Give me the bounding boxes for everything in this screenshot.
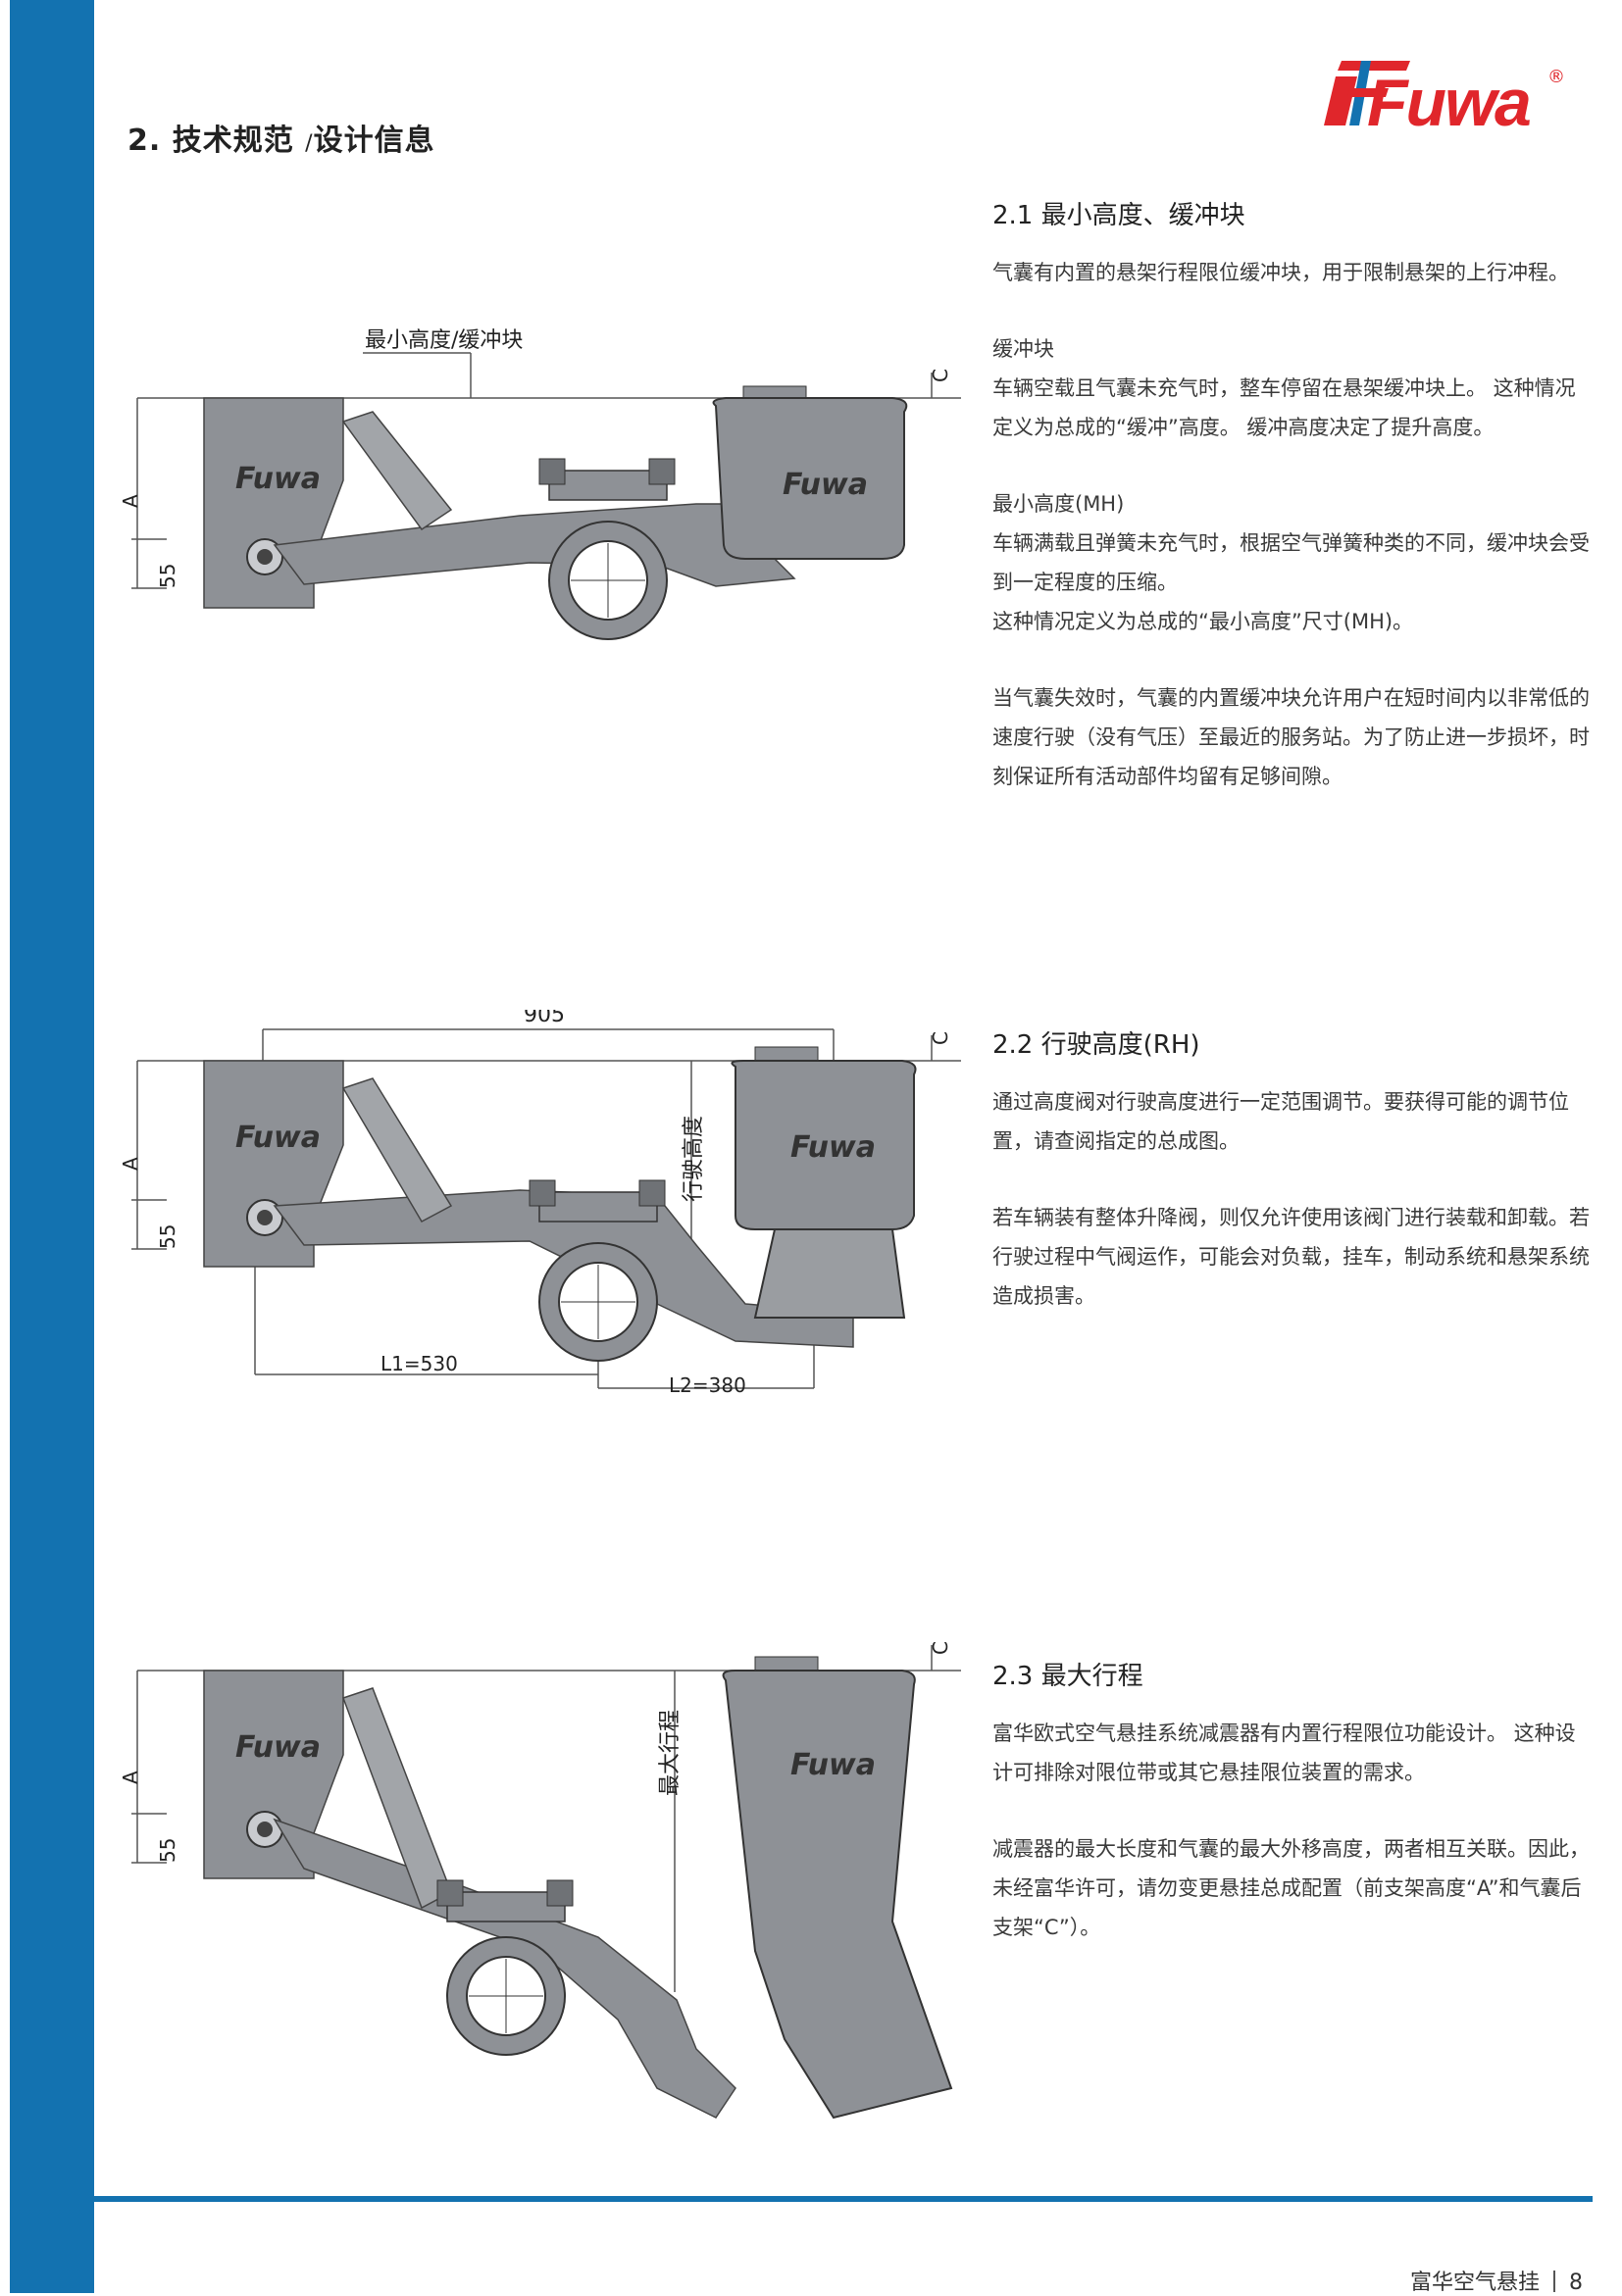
dim-label-905: 905 bbox=[524, 1010, 565, 1027]
air-spring-brand: Fuwa bbox=[783, 468, 868, 502]
page-section-title: 2. 技术规范 /设计信息 bbox=[127, 116, 435, 159]
paragraph-text: 气囊有内置的悬架行程限位缓冲块，用于限制悬架的上行冲程。 bbox=[992, 261, 1569, 284]
dim-label-55: 55 bbox=[156, 1838, 179, 1863]
subheading: 缓冲块 bbox=[992, 337, 1054, 361]
figure-ride-height: 905 行驶高度 A 55 C L1=530 L2=380 Fuwa Fuwa bbox=[119, 1010, 961, 1397]
page-edge bbox=[0, 0, 10, 2293]
section-2-1: 2.1 最小高度、缓冲块 气囊有内置的悬架行程限位缓冲块，用于限制悬架的上行冲程… bbox=[992, 196, 1591, 833]
dim-label-max-travel: 最大行程 bbox=[658, 1710, 683, 1796]
axle-clamp bbox=[538, 458, 676, 640]
section-heading: 2.3 最大行程 bbox=[992, 1662, 1143, 1691]
logo-f-stripes-icon bbox=[1324, 61, 1410, 125]
figure-min-height: 最小高度/缓冲块 A 55 C Fuwa Fuwa bbox=[119, 328, 961, 640]
sidebar-stripe bbox=[0, 0, 94, 2293]
paragraph: 通过高度阀对行驶高度进行一定范围调节。要获得可能的调节位置，请查阅指定的总成图。 bbox=[992, 1082, 1591, 1161]
paragraph-text: 车辆满载且弹簧未充气时，根据空气弹簧种类的不同，缓冲块会受到一定程度的压缩。 bbox=[992, 531, 1590, 594]
air-spring: Fuwa bbox=[731, 1046, 917, 1319]
shock-absorber bbox=[341, 1077, 453, 1223]
shock-absorber bbox=[341, 411, 453, 531]
air-spring-brand: Fuwa bbox=[790, 1130, 876, 1165]
figure-max-travel: 最大行程 A 55 C Fuwa Fuwa bbox=[119, 1641, 961, 2120]
logo-wordmark: Fuwa bbox=[1367, 66, 1530, 140]
axle-clamp bbox=[529, 1179, 666, 1362]
air-spring: Fuwa bbox=[712, 385, 908, 560]
paragraph-text: 减震器的最大长度和气囊的最大外移高度，两者相互关联。因此，未经富华许可，请勿变更… bbox=[992, 1837, 1590, 1939]
dim-label-55: 55 bbox=[156, 564, 179, 588]
paragraph: 若车辆装有整体升降阀，则仅允许使用该阀门进行装载和卸载。若行驶过程中气阀运作，可… bbox=[992, 1198, 1591, 1316]
registered-mark: ® bbox=[1547, 67, 1565, 87]
dim-label-55: 55 bbox=[156, 1224, 179, 1249]
dim-label-c: C bbox=[929, 369, 952, 382]
paragraph-text: 这种情况定义为总成的“最小高度”尺寸(MH)。 bbox=[992, 610, 1414, 633]
air-spring-brand: Fuwa bbox=[790, 1748, 876, 1782]
subheading: 最小高度(MH) bbox=[992, 492, 1125, 516]
title-main: 2. 技术规范 bbox=[127, 124, 294, 158]
title-separator: / bbox=[305, 131, 314, 156]
paragraph-text: 若车辆装有整体升降阀，则仅允许使用该阀门进行装载和卸载。若行驶过程中气阀运作，可… bbox=[992, 1206, 1590, 1308]
dim-label-a: A bbox=[119, 494, 142, 508]
axle-clamp bbox=[436, 1879, 574, 2056]
bracket-brand: Fuwa bbox=[235, 462, 321, 496]
paragraph: 缓冲块 车辆空载且气囊未充气时，整车停留在悬架缓冲块上。 这种情况定义为总成的“… bbox=[992, 329, 1591, 447]
front-hanger-bracket: Fuwa bbox=[203, 1670, 344, 1879]
page-number: 8 bbox=[1569, 2271, 1583, 2295]
footer-separator bbox=[1553, 2271, 1555, 2292]
paragraph: 当气囊失效时，气囊的内置缓冲块允许用户在短时间内以非常低的速度行驶（没有气压）至… bbox=[992, 678, 1591, 796]
paragraph: 富华欧式空气悬挂系统减震器有内置行程限位功能设计。 这种设计可排除对限位带或其它… bbox=[992, 1714, 1591, 1792]
dim-label-l1: L1=530 bbox=[380, 1352, 458, 1375]
section-2-3: 2.3 最大行程 富华欧式空气悬挂系统减震器有内置行程限位功能设计。 这种设计可… bbox=[992, 1657, 1591, 1984]
section-heading: 2.1 最小高度、缓冲块 bbox=[992, 201, 1245, 230]
page-footer: 富华空气悬挂 8 bbox=[1410, 2265, 1583, 2296]
paragraph-text: 车辆空载且气囊未充气时，整车停留在悬架缓冲块上。 这种情况定义为总成的“缓冲”高… bbox=[992, 376, 1576, 439]
paragraph-text: 通过高度阀对行驶高度进行一定范围调节。要获得可能的调节位置，请查阅指定的总成图。 bbox=[992, 1090, 1569, 1153]
bracket-brand: Fuwa bbox=[235, 1121, 321, 1155]
footer-rule bbox=[94, 2196, 1593, 2202]
paragraph: 最小高度(MH) 车辆满载且弹簧未充气时，根据空气弹簧种类的不同，缓冲块会受到一… bbox=[992, 484, 1591, 641]
dim-label-a: A bbox=[119, 1771, 142, 1784]
paragraph-text: 富华欧式空气悬挂系统减震器有内置行程限位功能设计。 这种设计可排除对限位带或其它… bbox=[992, 1722, 1576, 1784]
dim-label-ride-height: 行驶高度 bbox=[682, 1116, 706, 1202]
fuwa-logo: Fuwa ® bbox=[1324, 61, 1565, 140]
paragraph: 气囊有内置的悬架行程限位缓冲块，用于限制悬架的上行冲程。 bbox=[992, 253, 1591, 292]
paragraph: 减震器的最大长度和气囊的最大外移高度，两者相互关联。因此，未经富华许可，请勿变更… bbox=[992, 1829, 1591, 1947]
section-heading: 2.2 行驶高度(RH) bbox=[992, 1030, 1200, 1060]
dim-label-c: C bbox=[929, 1031, 952, 1045]
air-spring: Fuwa bbox=[722, 1656, 953, 2120]
title-sub: 设计信息 bbox=[313, 124, 435, 158]
trailing-arm bbox=[273, 503, 796, 587]
bracket-brand: Fuwa bbox=[235, 1730, 321, 1765]
footer-doc-name: 富华空气悬挂 bbox=[1409, 2271, 1540, 2295]
paragraph-text: 当气囊失效时，气囊的内置缓冲块允许用户在短时间内以非常低的速度行驶（没有气压）至… bbox=[992, 686, 1590, 788]
dim-label-top: 最小高度/缓冲块 bbox=[365, 328, 523, 353]
dim-label-l2: L2=380 bbox=[669, 1373, 746, 1397]
section-2-2: 2.2 行驶高度(RH) 通过高度阀对行驶高度进行一定范围调节。要获得可能的调节… bbox=[992, 1025, 1591, 1353]
dim-label-a: A bbox=[119, 1157, 142, 1171]
dim-label-c: C bbox=[929, 1641, 952, 1655]
